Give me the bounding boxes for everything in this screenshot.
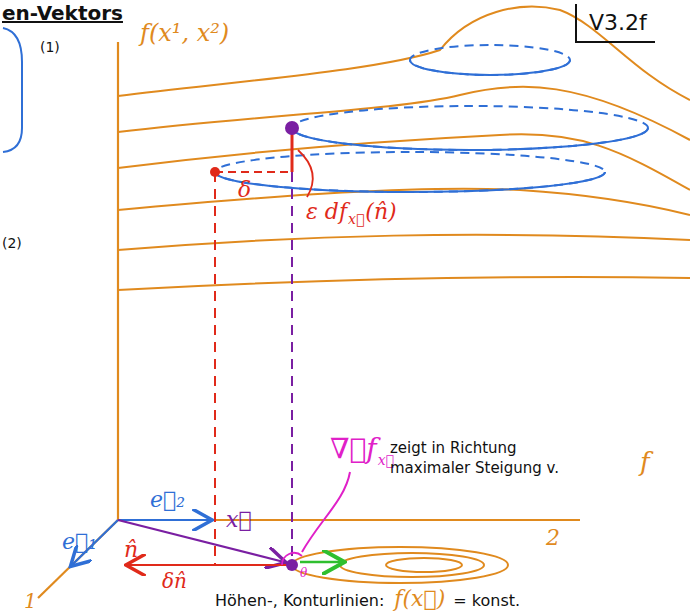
leader-line bbox=[298, 150, 313, 197]
version-label: V3.2f bbox=[589, 10, 647, 35]
note: zeigt in Richtung bbox=[390, 440, 517, 457]
projection-line bbox=[214, 172, 216, 565]
equation-number: (1) bbox=[40, 40, 60, 55]
step-label: δn̂ bbox=[162, 570, 187, 592]
gradient-label: ∇⃗f bbox=[330, 434, 377, 465]
axis-label: 2 bbox=[546, 526, 560, 550]
function-label: f bbox=[640, 448, 650, 477]
axis-label: f(x¹, x²) bbox=[140, 20, 229, 46]
point bbox=[286, 559, 298, 571]
rise-segment bbox=[291, 132, 294, 172]
step-label: δ bbox=[238, 178, 251, 202]
subscript: x⃗ bbox=[348, 212, 364, 227]
delta-step bbox=[215, 171, 292, 173]
projection-line bbox=[291, 172, 293, 558]
differential-label: ε df bbox=[306, 200, 347, 224]
note: maximaler Steigung v. bbox=[390, 460, 559, 477]
version-box: V3.2f bbox=[575, 4, 655, 43]
basis-label: e⃗₁ bbox=[62, 530, 97, 554]
contour-lines bbox=[292, 547, 508, 583]
differential-label: (n̂) bbox=[365, 200, 396, 224]
angle-label: θ bbox=[300, 567, 307, 580]
position-vector bbox=[118, 520, 284, 562]
equation-number: (2) bbox=[2, 236, 22, 251]
vector-label: n̂ bbox=[124, 538, 138, 562]
bracket bbox=[3, 28, 22, 152]
caption-text: Höhen-, Konturlinien: bbox=[215, 592, 384, 610]
tangent-vector bbox=[300, 561, 342, 564]
leader-line bbox=[302, 472, 350, 552]
point bbox=[210, 167, 220, 177]
page-title: en-Vektors bbox=[2, 2, 123, 24]
basis-vector bbox=[118, 519, 210, 521]
axes bbox=[38, 42, 580, 598]
level-curves bbox=[215, 45, 648, 192]
axis-label: 1 bbox=[24, 590, 37, 612]
basis-label: e⃗₂ bbox=[150, 488, 185, 512]
surface-lines bbox=[118, 7, 690, 290]
vector-label: x⃗ bbox=[226, 508, 252, 532]
direction-vector bbox=[128, 564, 292, 566]
caption-text: = konst. bbox=[453, 592, 520, 610]
caption-formula: f(x⃗) bbox=[394, 587, 445, 611]
point bbox=[285, 121, 299, 135]
